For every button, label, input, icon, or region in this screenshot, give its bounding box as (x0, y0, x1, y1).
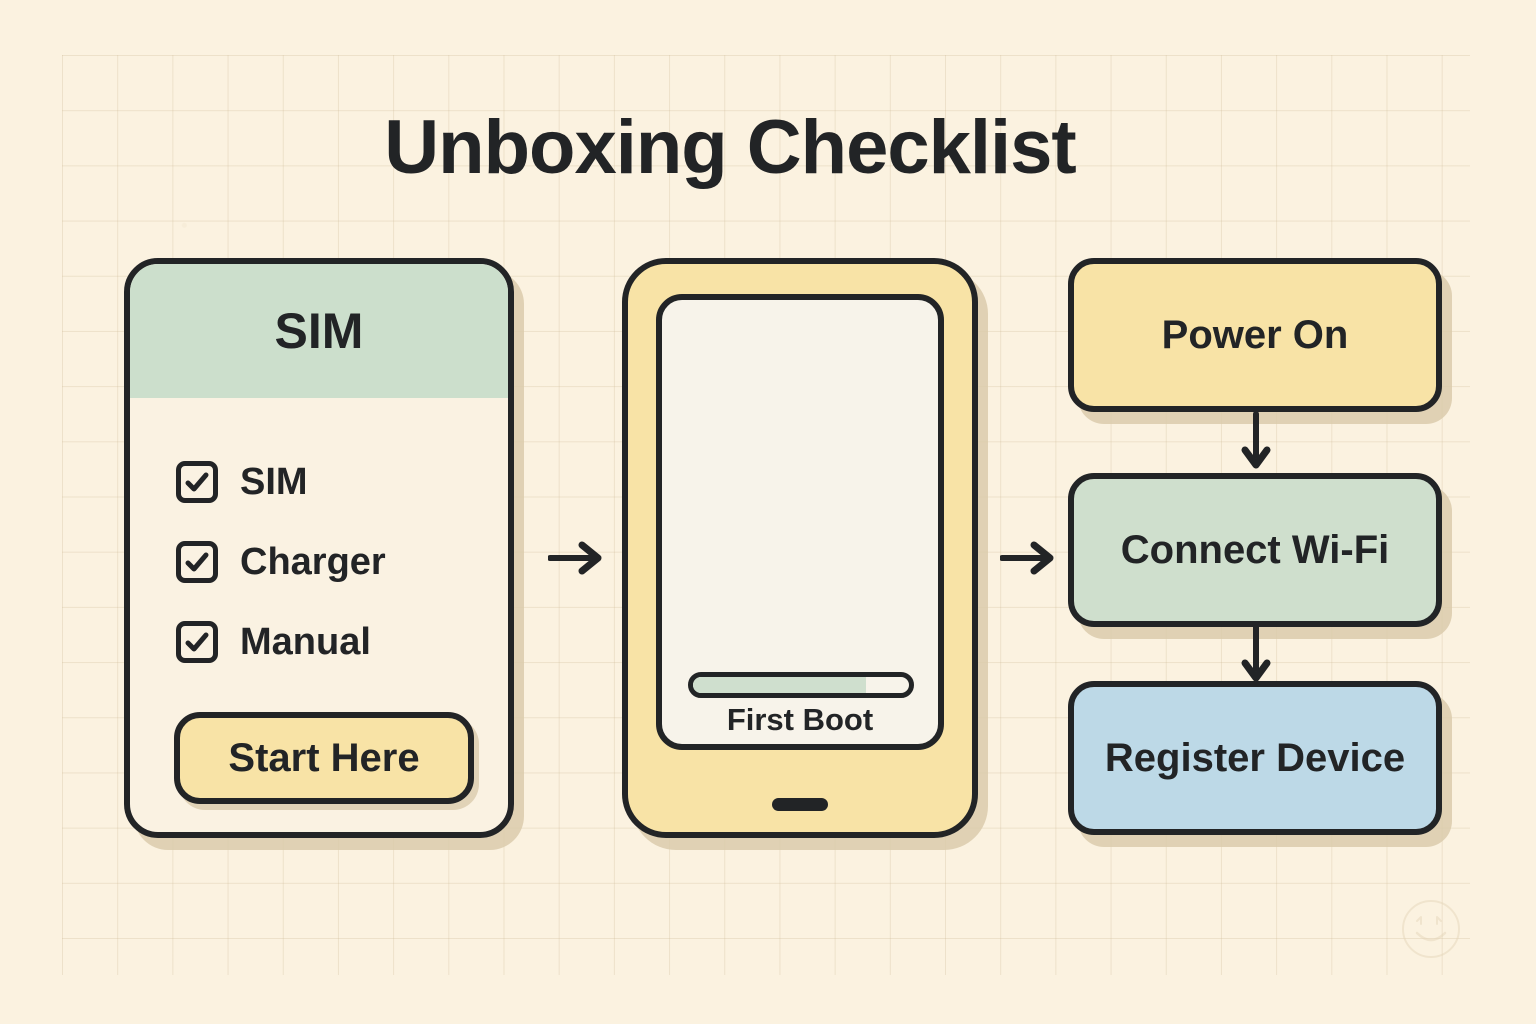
flow-step-connect-wifi[interactable]: Connect Wi-Fi (1068, 473, 1442, 627)
start-here-button-label: Start Here (228, 735, 420, 780)
arrow-right-icon (548, 541, 602, 575)
checklist-item-label: Manual (240, 620, 371, 663)
flow-step-label: Register Device (1104, 735, 1406, 780)
home-indicator (772, 798, 828, 811)
checklist-item[interactable]: Charger (176, 522, 508, 602)
checklist-item-label: Charger (240, 540, 386, 583)
flow-step-label: Connect Wi-Fi (1120, 527, 1390, 572)
phone-mockup: First Boot (622, 258, 978, 838)
start-here-button[interactable]: Start Here (174, 712, 474, 804)
checklist-item[interactable]: SIM (176, 442, 508, 522)
checklist-header-title: SIM (274, 303, 364, 359)
arrow-right-icon (1000, 541, 1054, 575)
checkbox-checked-icon[interactable] (176, 461, 218, 503)
checklist-items: SIM Charger Manual (130, 398, 508, 682)
flow-step-register-device[interactable]: Register Device (1068, 681, 1442, 835)
checklist-item[interactable]: Manual (176, 602, 508, 682)
first-boot-progress-fill (693, 677, 866, 693)
smiley-face-icon (1402, 900, 1460, 958)
flow-step-label: Power On (1161, 312, 1349, 357)
first-boot-caption: First Boot (726, 702, 874, 737)
page-title: Unboxing Checklist (384, 105, 1076, 190)
phone-screen: First Boot (656, 294, 944, 750)
checkbox-checked-icon[interactable] (176, 541, 218, 583)
first-boot-progress-bar (688, 672, 914, 698)
checklist-item-label: SIM (240, 460, 308, 503)
checkbox-checked-icon[interactable] (176, 621, 218, 663)
arrow-down-icon (1241, 412, 1271, 469)
checklist-card-header: SIM (130, 264, 508, 398)
checklist-card: SIM SIM Charger Man (124, 258, 514, 838)
arrow-down-icon (1241, 625, 1271, 682)
flow-step-power-on[interactable]: Power On (1068, 258, 1442, 412)
